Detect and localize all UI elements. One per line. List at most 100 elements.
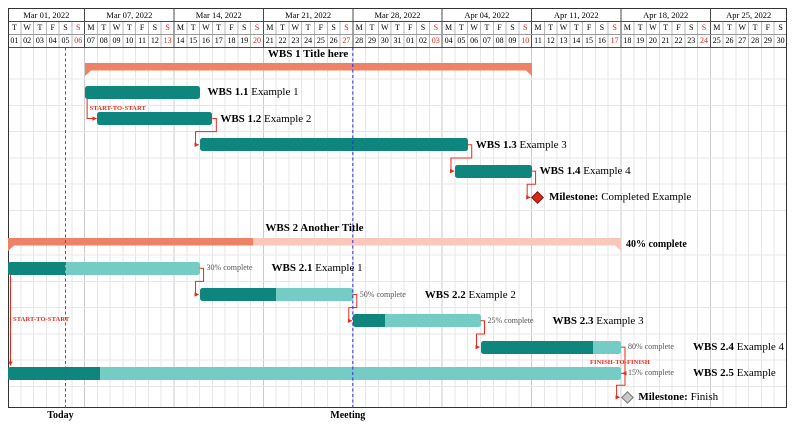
calendar-week-label: Mar 01, 2022 xyxy=(23,9,70,20)
calendar-day-number: 21 xyxy=(661,36,670,45)
calendar-day-number: 07 xyxy=(86,36,95,45)
calendar-day-letter: W xyxy=(23,23,31,32)
wbs-code: WBS 2.1 xyxy=(271,262,313,275)
calendar-day-number: 02 xyxy=(419,36,428,45)
calendar-day-number: 14 xyxy=(572,36,581,45)
calendar-day-number: 27 xyxy=(738,36,747,45)
calendar-day-number: 14 xyxy=(176,36,185,45)
calendar-day-number: 10 xyxy=(521,36,530,45)
calendar-day-letter: T xyxy=(484,23,490,32)
calendar-day-number: 25 xyxy=(316,36,325,45)
calendar-day-number: 25 xyxy=(712,36,721,45)
wbs-code: WBS 2.5 xyxy=(692,367,734,380)
progress-fill xyxy=(352,314,385,328)
calendar-day-letter: T xyxy=(458,23,464,32)
calendar-day-number: 06 xyxy=(470,36,479,45)
calendar-day-letter: W xyxy=(202,23,210,32)
calendar-day-letter: M xyxy=(534,23,542,32)
task-progress-label: 25% complete xyxy=(487,315,534,325)
calendar-day-number: 02 xyxy=(23,36,32,45)
task-bar-wbs-2-2 xyxy=(199,288,353,301)
task-label-wbs-2-5: WBS 2.5 Example xyxy=(692,367,776,380)
milestone-keyword: Milestone: xyxy=(548,191,599,204)
calendar-day-letter: M xyxy=(87,23,95,32)
calendar-day-letter: S xyxy=(331,23,336,32)
progress-fill xyxy=(199,288,277,301)
group-progress-fill xyxy=(8,238,254,251)
calendar-day-number: 20 xyxy=(648,36,657,45)
calendar-day-letter: T xyxy=(752,23,758,32)
task-bar-wbs-1-3 xyxy=(199,138,468,152)
calendar-day-number: 30 xyxy=(380,36,389,45)
calendar-day-number: 13 xyxy=(163,36,172,45)
calendar-day-letter: W xyxy=(559,23,568,32)
calendar-day-number: 28 xyxy=(751,36,760,45)
calendar-day-letter: T xyxy=(101,23,107,32)
calendar-day-letter: S xyxy=(254,23,260,32)
calendar-day-number: 11 xyxy=(534,36,542,45)
calendar-day-letter: S xyxy=(599,23,605,32)
calendar-day-letter: F xyxy=(229,23,234,32)
calendar-day-number: 10 xyxy=(125,36,134,45)
calendar-week-label: Apr 25, 2022 xyxy=(726,9,772,20)
calendar-day-letter: F xyxy=(586,23,592,32)
calendar-day-number: 23 xyxy=(291,36,300,45)
task-bar-wbs-2-3 xyxy=(352,314,481,328)
calendar-day-number: 01 xyxy=(10,36,19,45)
calendar-day-letter: S xyxy=(778,23,783,32)
calendar-day-number: 19 xyxy=(240,36,249,45)
progress-fill xyxy=(8,366,100,380)
calendar-day-letter: W xyxy=(291,23,300,32)
calendar-day-number: 24 xyxy=(304,36,313,45)
calendar-day-letter: M xyxy=(176,23,184,32)
calendar-day-number: 13 xyxy=(559,36,568,45)
progress-fill xyxy=(480,340,593,354)
task-bar-wbs-1-2 xyxy=(97,112,213,125)
calendar-week-label: Apr 18, 2022 xyxy=(643,9,689,20)
calendar-day-number: 17 xyxy=(214,36,223,45)
calendar-day-letter: S xyxy=(165,23,170,32)
axis-label-meeting: Meeting xyxy=(330,410,366,421)
calendar-day-number: 04 xyxy=(444,36,453,45)
calendar-day-letter: S xyxy=(688,23,694,32)
progress-fill xyxy=(8,261,66,275)
task-label-wbs-2-2: WBS 2.2 Example 2 xyxy=(424,288,516,301)
calendar-day-letter: S xyxy=(152,23,158,32)
calendar-day-letter: F xyxy=(139,23,145,32)
link-label-start-to-start: START-TO-START xyxy=(13,316,70,324)
calendar-day-letter: S xyxy=(612,23,617,32)
calendar-day-letter: T xyxy=(37,23,43,32)
calendar-day-number: 29 xyxy=(763,36,772,45)
calendar-day-letter: M xyxy=(266,23,274,32)
calendar-day-number: 27 xyxy=(342,36,351,45)
calendar-day-letter: S xyxy=(76,23,81,32)
group-progress-label: 40% complete xyxy=(625,239,687,250)
calendar-day-number: 03 xyxy=(431,36,440,45)
task-label-wbs-2-1: WBS 2.1 Example 1 xyxy=(271,262,363,275)
wbs-code: WBS 2.2 xyxy=(424,288,466,301)
calendar-day-number: 30 xyxy=(776,36,785,45)
calendar-day-number: 16 xyxy=(201,36,210,45)
calendar-day-letter: T xyxy=(637,23,643,32)
calendar-day-number: 15 xyxy=(585,36,594,45)
calendar-day-number: 08 xyxy=(99,36,108,45)
calendar-day-letter: M xyxy=(623,23,631,32)
calendar-day-number: 22 xyxy=(278,36,287,45)
calendar-day-letter: F xyxy=(765,23,771,32)
calendar-day-number: 11 xyxy=(138,36,146,45)
task-bar-wbs-1-4 xyxy=(454,164,532,178)
calendar-day-letter: T xyxy=(663,23,669,32)
task-progress-label: 30% complete xyxy=(206,263,253,273)
calendar-day-letter: T xyxy=(280,23,285,32)
calendar-day-letter: S xyxy=(344,23,349,32)
calendar-day-number: 12 xyxy=(546,36,555,45)
wbs-code: WBS 1.2 xyxy=(220,112,262,125)
calendar-day-letter: S xyxy=(433,23,439,32)
calendar-week-label: Apr 11, 2022 xyxy=(553,9,599,20)
calendar-day-letter: T xyxy=(11,23,17,32)
calendar-week-label: Mar 14, 2022 xyxy=(195,9,242,20)
task-label-wbs-2-4: WBS 2.4 Example 4 xyxy=(692,341,785,354)
task-label-wbs-1-2: WBS 1.2 Example 2 xyxy=(220,112,312,125)
task-label-wbs-1-1: WBS 1.1 Example 1 xyxy=(207,86,299,99)
calendar-day-number: 18 xyxy=(623,36,632,45)
